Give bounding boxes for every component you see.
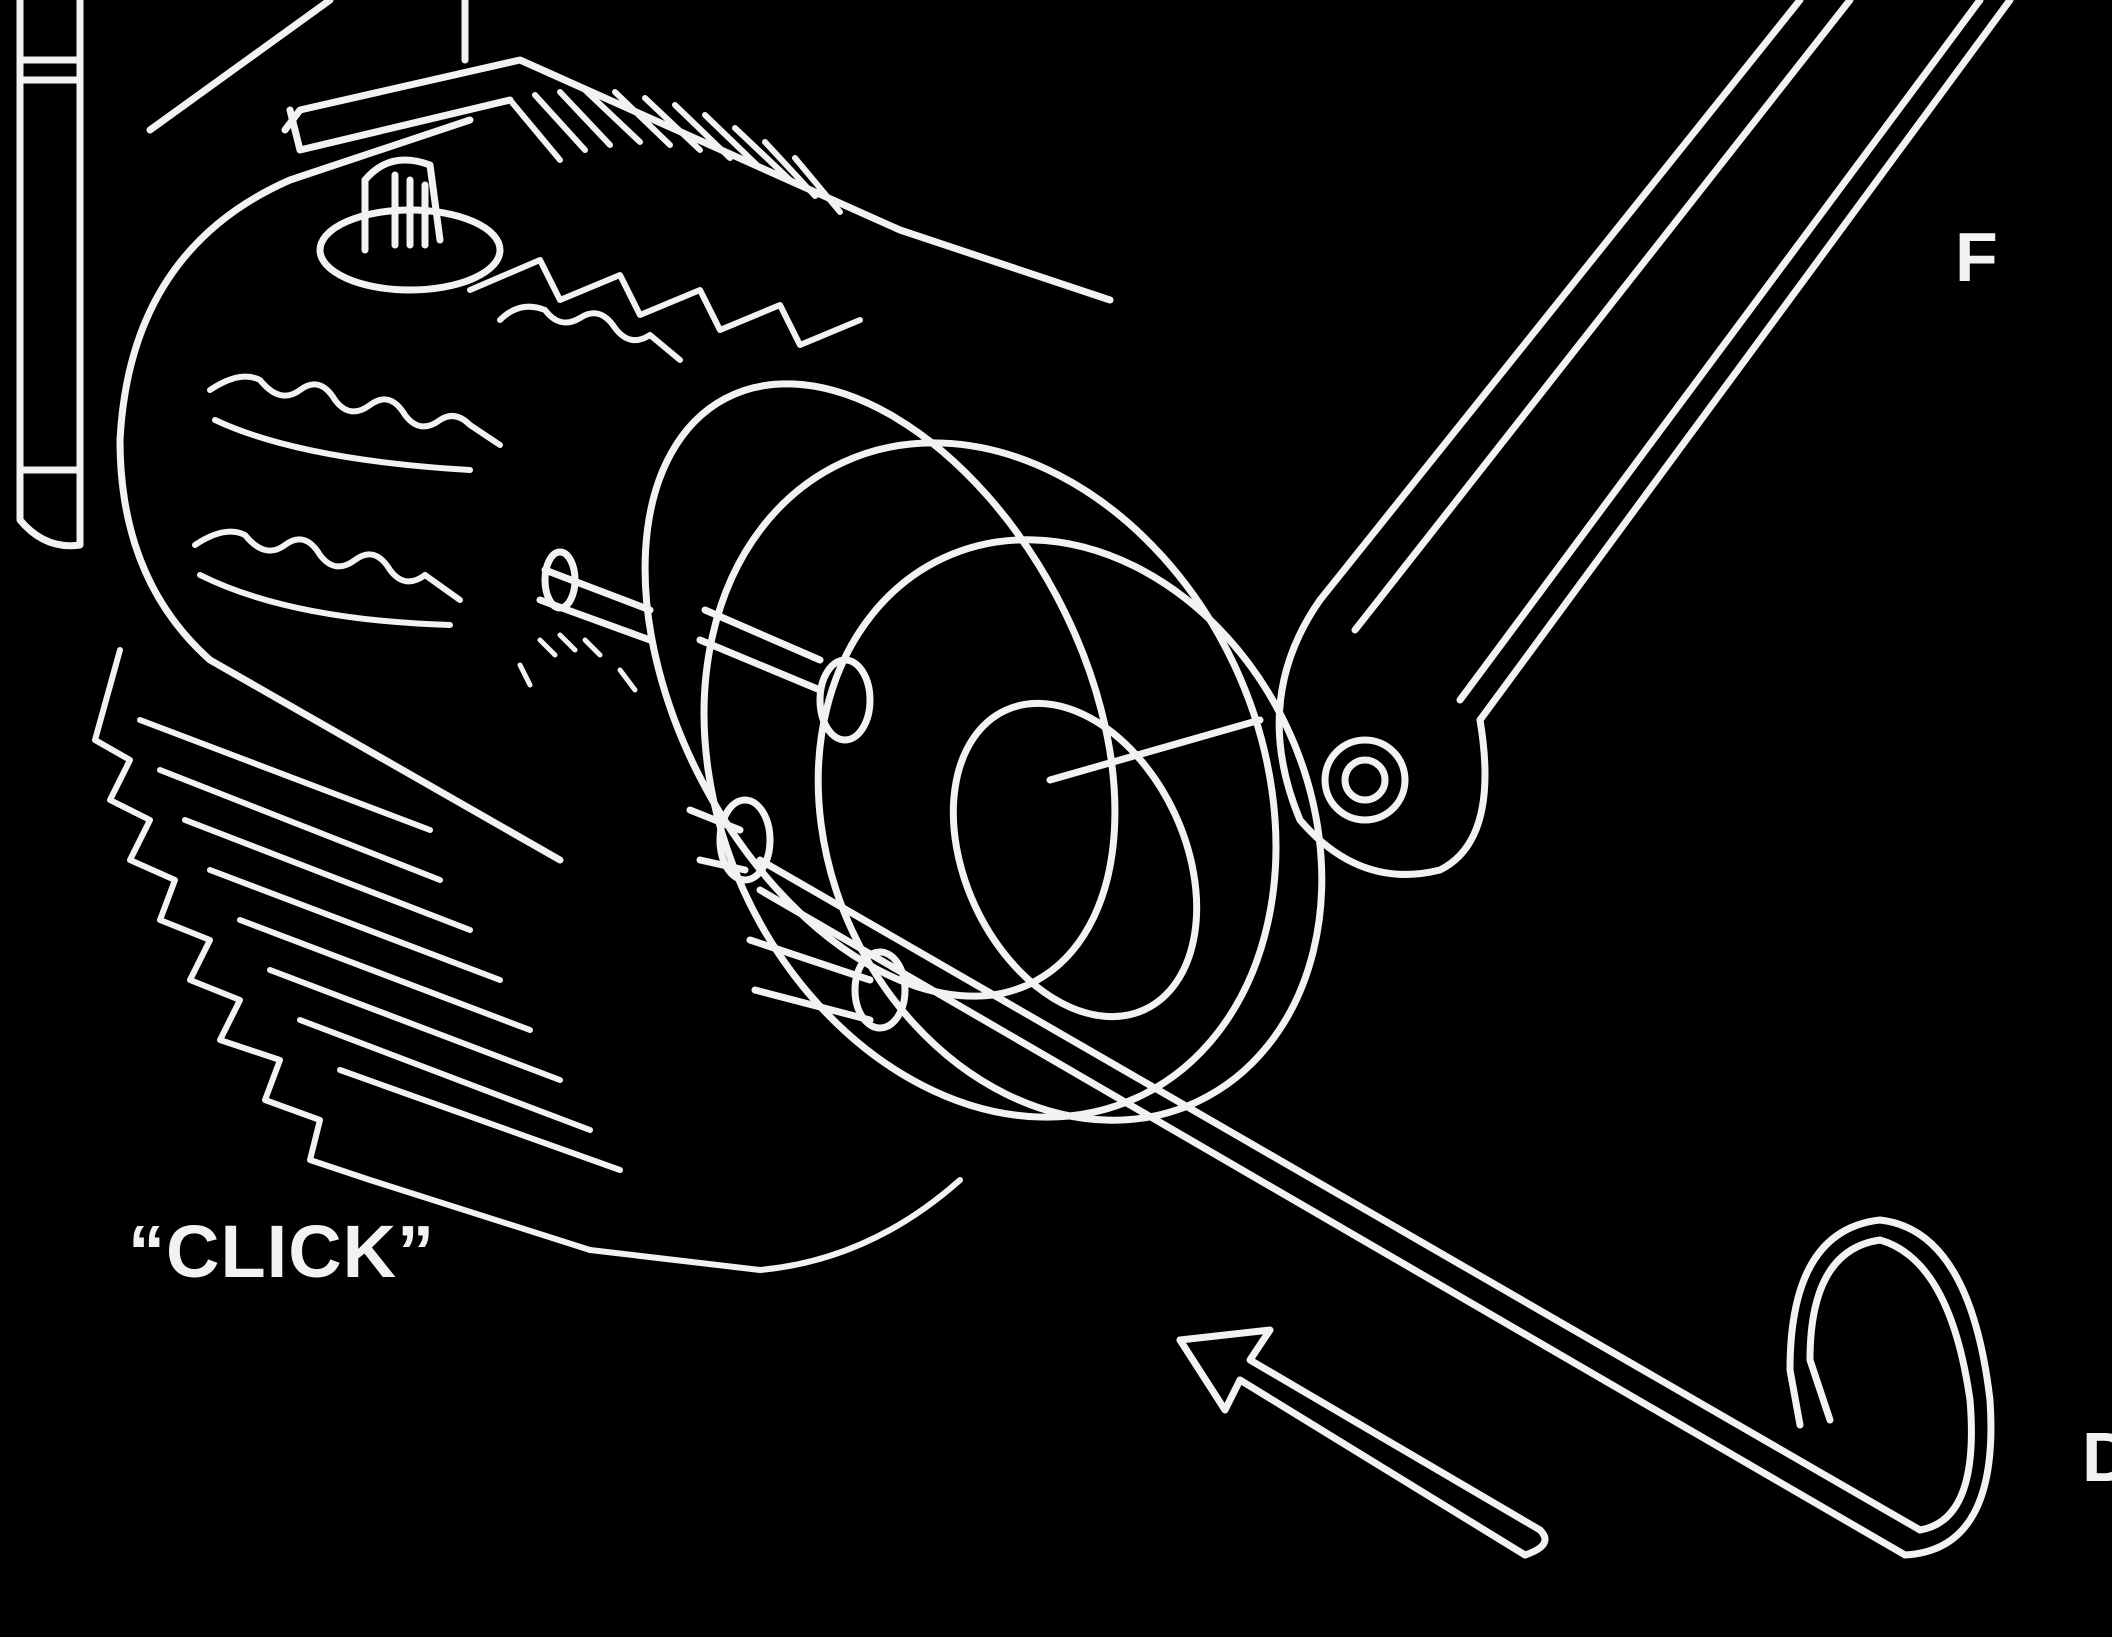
- pins: [536, 548, 909, 1032]
- spring-right: [497, 303, 683, 363]
- cylinder-shell: [116, 56, 1114, 864]
- plug-face: [641, 380, 1326, 1124]
- label-d: D: [2082, 1418, 2112, 1496]
- tension-wrench: [1046, 0, 2014, 878]
- lock-housing: [16, 0, 469, 550]
- spring-top: [207, 373, 503, 473]
- pick-tool: [756, 856, 1995, 1559]
- bottom-grooves: [92, 647, 963, 1273]
- direction-arrow: [1176, 1326, 1549, 1559]
- click-motion-lines: [517, 632, 638, 693]
- top-grooves: [467, 87, 863, 348]
- label-f: F: [1955, 218, 1998, 296]
- label-click: “CLICK”: [128, 1210, 436, 1293]
- top-pin-slot: [316, 156, 504, 294]
- spring-middle: [192, 528, 463, 628]
